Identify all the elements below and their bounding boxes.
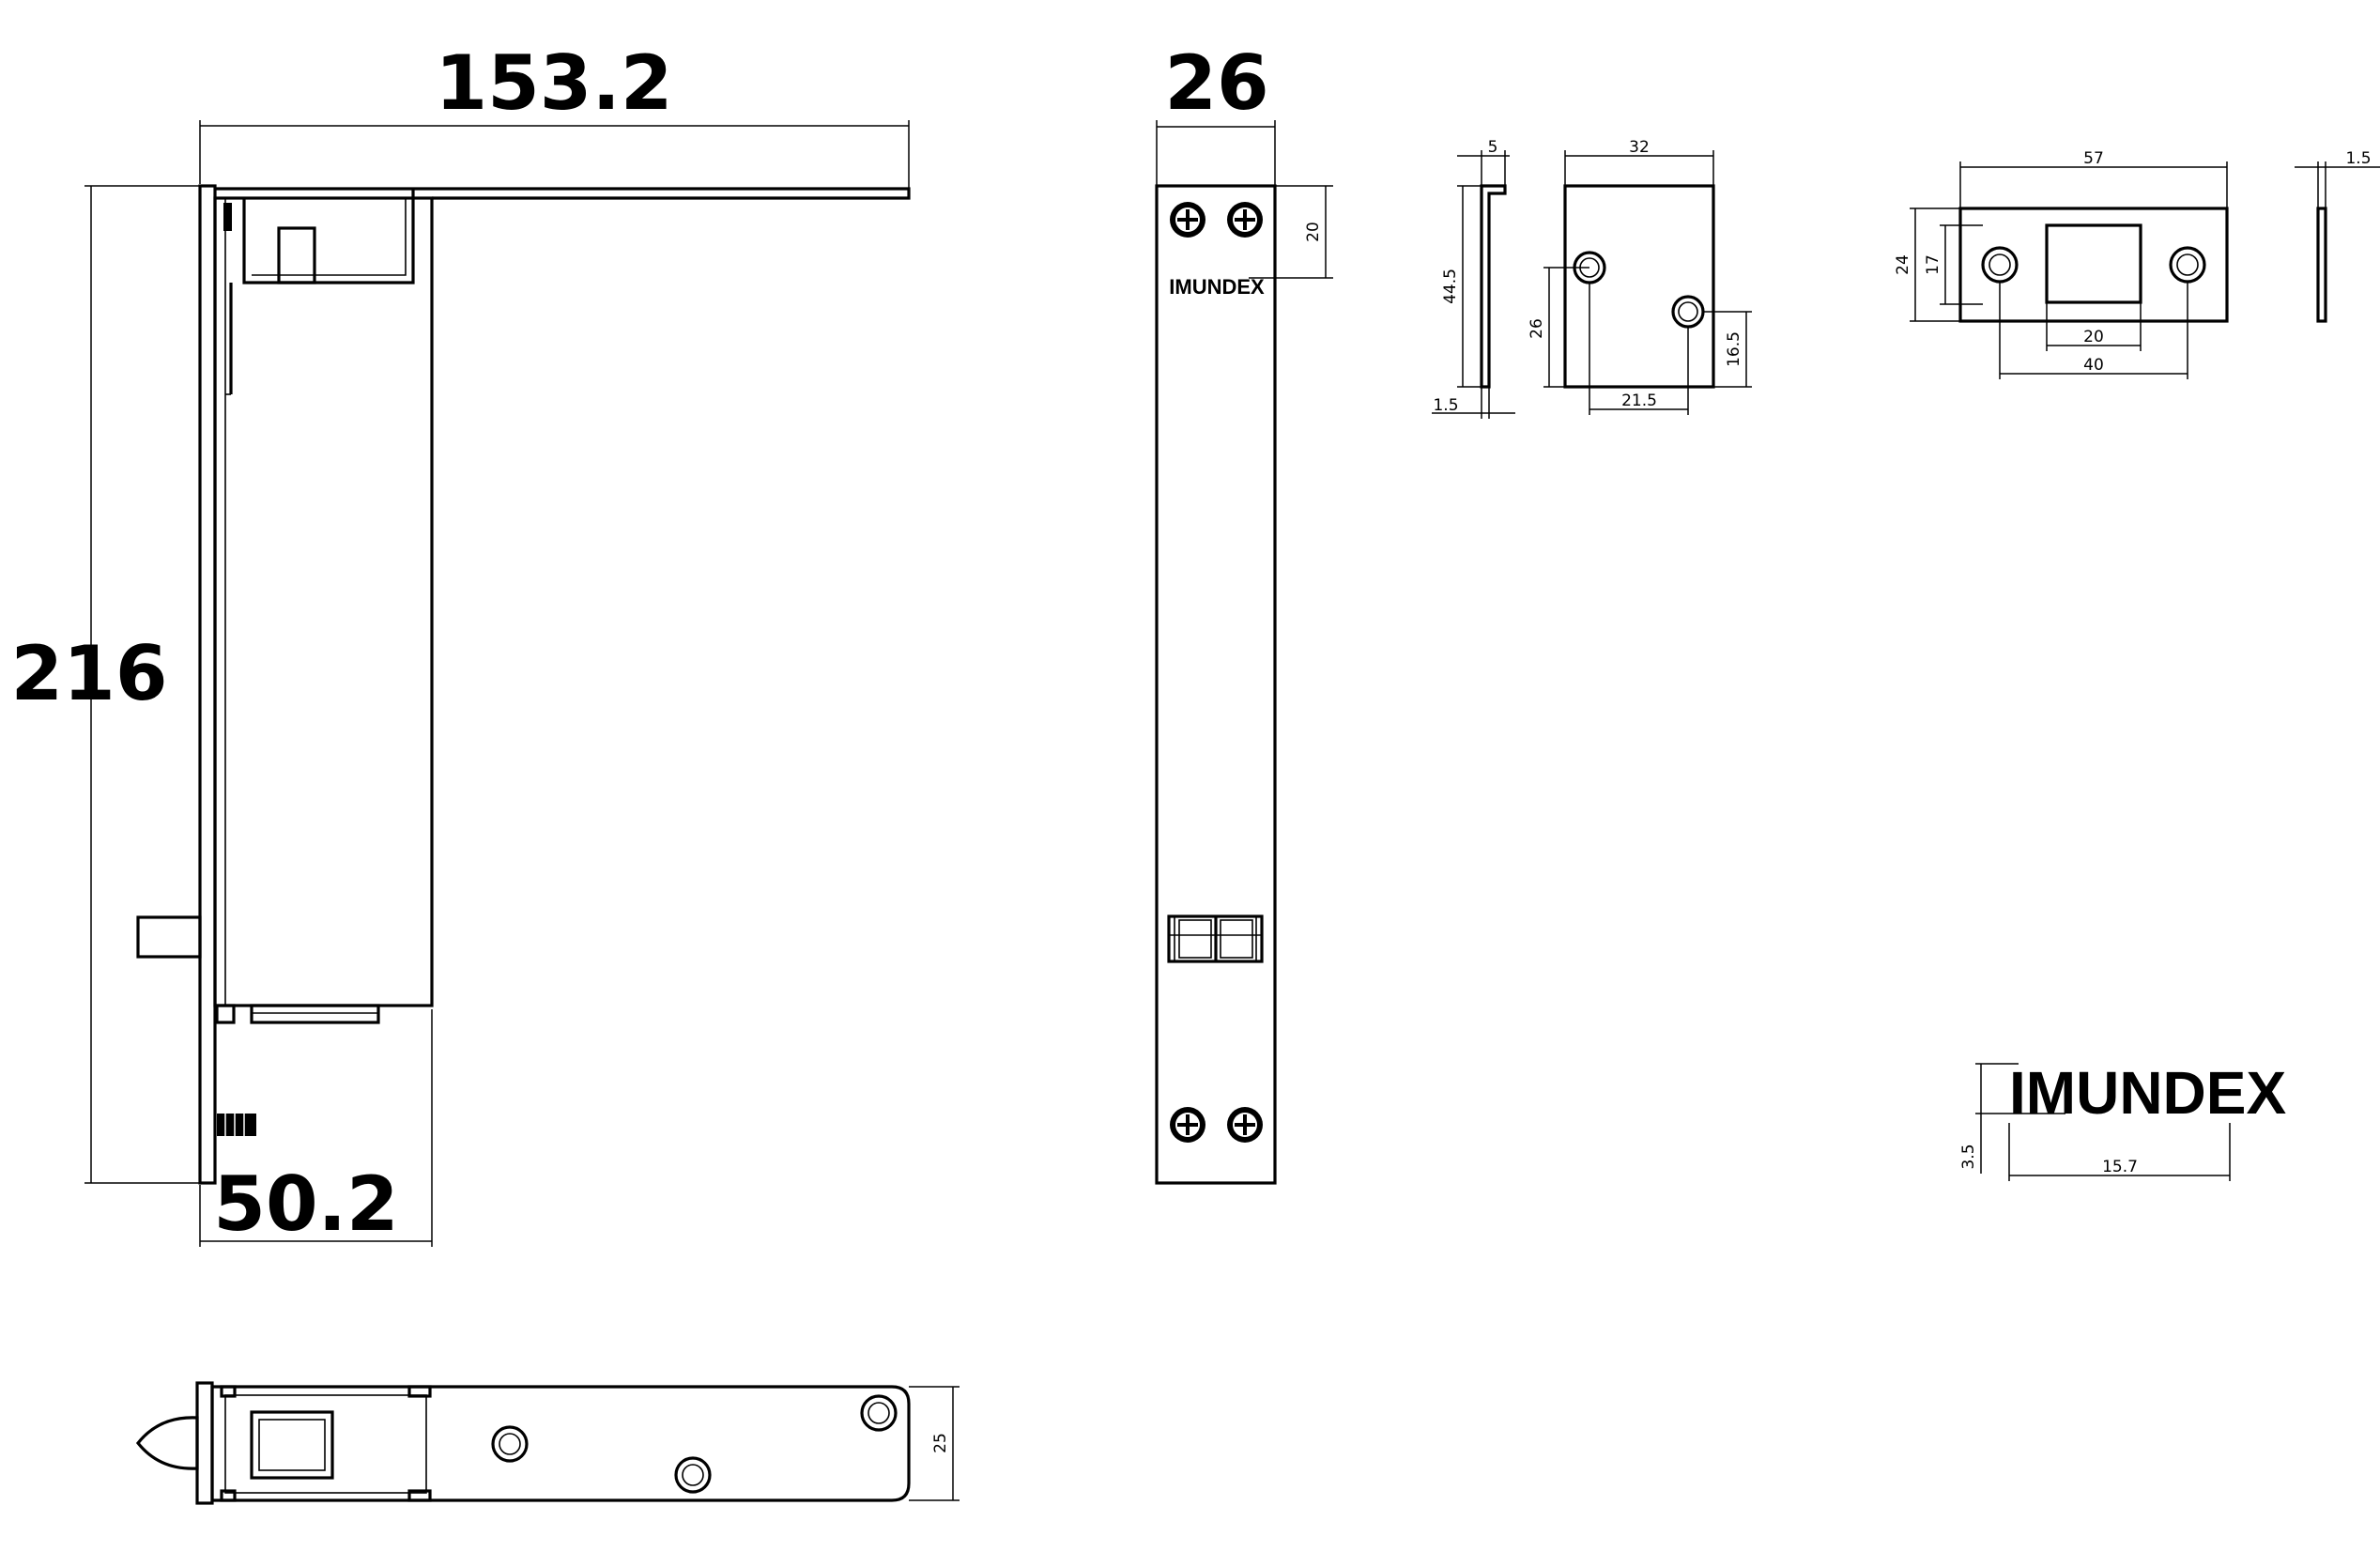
latch-block — [250, 1410, 334, 1480]
dimension-17: 17 — [1924, 224, 1983, 305]
dimension-26: 26 — [1156, 39, 1276, 186]
dimension-16-5: 16.5 — [1703, 311, 1752, 388]
bracket-hole-lower — [1671, 295, 1705, 329]
screw-head — [1227, 202, 1263, 238]
strike-hole-row-label: 17 — [1924, 254, 1942, 275]
dim-screw-offset-label: 20 — [1304, 222, 1323, 242]
bolt-tip — [135, 1416, 199, 1470]
bracket-front-view: 32 26 21.5 16.5 — [1528, 138, 1752, 415]
bottom-body — [210, 1385, 911, 1502]
logo-width-label: 15.7 — [2102, 1158, 2138, 1176]
bracket-hole-spacing-label: 21.5 — [1621, 392, 1657, 410]
strike-hole-left — [1981, 246, 2019, 284]
strike-thickness-label: 1.5 — [2345, 149, 2371, 168]
strike-plate-view: 57 24 17 20 40 — [1894, 149, 2380, 379]
bottom-screw-1 — [491, 1425, 529, 1463]
dimension-44-5: 44.5 — [1441, 185, 1488, 388]
bracket-thickness-label: 1.5 — [1433, 396, 1458, 415]
bottom-height-label: 25 — [931, 1433, 950, 1453]
dim-front-width-label: 26 — [1164, 39, 1268, 127]
strike-plate — [1958, 207, 2229, 323]
dimension-24: 24 — [1894, 207, 1960, 322]
bottom-screw-2 — [674, 1456, 712, 1494]
bottom-face-plate — [195, 1381, 214, 1505]
dimension-1-5-bracket: 1.5 — [1432, 387, 1515, 419]
dim-depth-label: 50.2 — [213, 1160, 398, 1248]
dimension-25: 25 — [909, 1386, 960, 1501]
dimension-3-5: 3.5 — [1959, 1063, 2065, 1174]
front-screws — [1170, 202, 1263, 1143]
dim-height-label: 216 — [11, 630, 168, 717]
dimension-1-5-strike: 1.5 — [2295, 149, 2380, 208]
dimension-40: 40 — [1999, 282, 2188, 379]
logo-brand-label: IMUNDEX — [2009, 1059, 2286, 1127]
front-view: 26 20 IMUNDEX — [1155, 39, 1333, 1185]
strike-hole-right — [2169, 246, 2206, 284]
dimension-57: 57 — [1959, 149, 2228, 208]
face-plate-front: IMUNDEX — [1155, 184, 1277, 1185]
screw-head — [1170, 202, 1205, 238]
bracket-lip-label: 5 — [1488, 138, 1498, 157]
strike-plate-edge — [2316, 207, 2327, 323]
angle-bracket-profile — [1480, 184, 1507, 389]
bracket-hole-height-label: 26 — [1528, 318, 1546, 339]
screw-head — [1170, 1107, 1205, 1143]
bottom-view: 25 — [135, 1381, 960, 1505]
bracket-plate — [1563, 184, 1715, 389]
dimension-21-5: 21.5 — [1589, 283, 1689, 415]
bracket-width-label: 32 — [1629, 138, 1650, 157]
logo-height-label: 3.5 — [1959, 1144, 1978, 1169]
dimension-32: 32 — [1564, 138, 1714, 186]
side-view: 153.2 216 50.2 — [11, 39, 911, 1248]
dimension-26-bracket: 26 — [1528, 267, 1589, 388]
dimension-20-top: 20 — [1249, 185, 1333, 279]
dimension-15-7: 15.7 — [2008, 1123, 2231, 1181]
strike-length-label: 57 — [2083, 149, 2104, 168]
dimension-20-slot: 20 — [2046, 302, 2142, 351]
front-brand-label: IMUNDEX — [1169, 275, 1265, 299]
dimension-5: 5 — [1457, 138, 1510, 186]
bracket-side-view: 5 44.5 1.5 — [1432, 138, 1515, 419]
strike-slot — [2045, 223, 2142, 304]
strike-hole-spacing-label: 40 — [2083, 356, 2104, 375]
bracket-height-label: 44.5 — [1441, 269, 1460, 304]
strike-height-label: 24 — [1894, 254, 1912, 275]
bolt-body-side — [136, 184, 911, 1185]
screw-head — [1227, 1107, 1263, 1143]
bracket-hole-offset-label: 16.5 — [1725, 331, 1743, 367]
bottom-screw-3 — [860, 1394, 898, 1432]
logo-detail: IMUNDEX 3.5 15.7 — [1959, 1059, 2286, 1181]
dim-width-label: 153.2 — [435, 39, 672, 127]
dimension-50-2: 50.2 — [199, 1009, 433, 1248]
dimension-216: 216 — [11, 185, 200, 1184]
dimension-153-2: 153.2 — [199, 39, 910, 192]
strike-slot-width-label: 20 — [2083, 328, 2104, 346]
